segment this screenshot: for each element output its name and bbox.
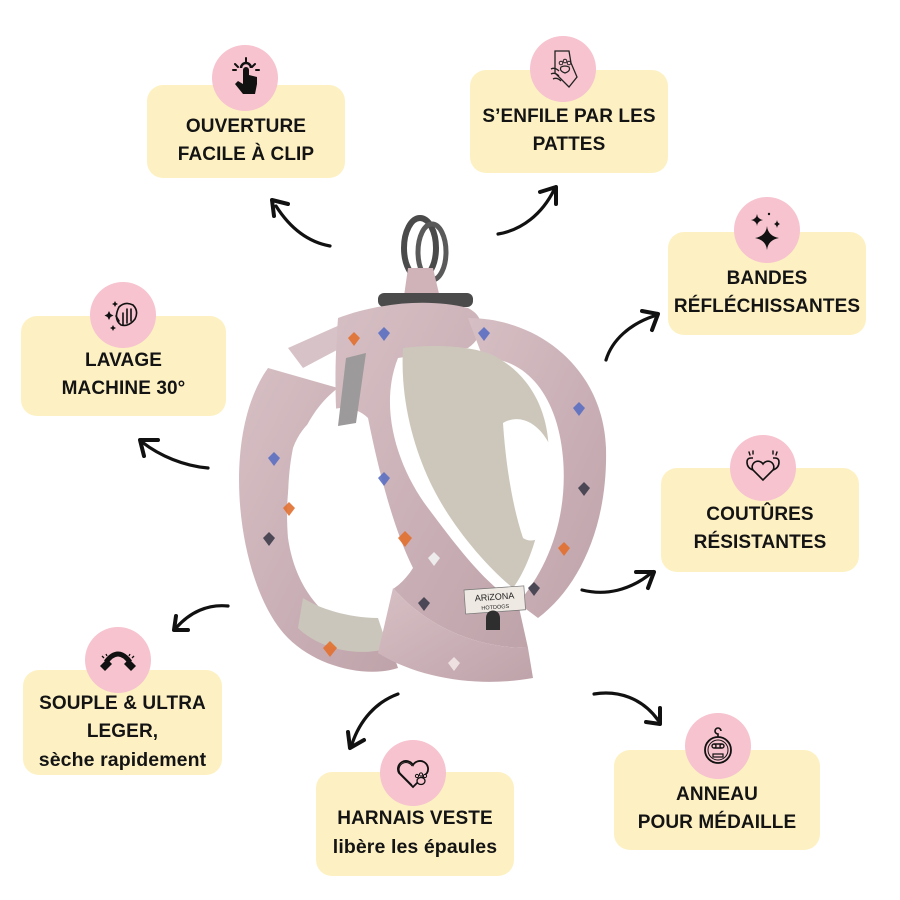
feature-subtitle-line: sèche rapidement bbox=[38, 748, 207, 771]
pet-tag-bone-icon bbox=[685, 713, 751, 779]
arrow-clip bbox=[270, 198, 332, 248]
feature-title-line: MACHINE 30° bbox=[61, 378, 186, 399]
svg-text:ARiZONA: ARiZONA bbox=[474, 591, 514, 604]
sparkles-icon bbox=[734, 197, 800, 263]
feature-title-line: S’ENFILE PAR LES bbox=[482, 105, 656, 127]
harness-product-image: ARiZONA HOTDOGS bbox=[239, 215, 607, 682]
feature-title-line: LEGER, bbox=[86, 720, 159, 742]
arrow-paws bbox=[496, 185, 558, 236]
feature-card-vest: HARNAIS VESTE libère les épaules bbox=[316, 772, 514, 876]
feature-title-line: RÉSISTANTES bbox=[693, 532, 827, 553]
feature-title-line: COUTÛRES bbox=[706, 504, 814, 525]
heart-paw-icon bbox=[380, 740, 446, 806]
feature-card-seams: COUTÛRES RÉSISTANTES bbox=[661, 468, 859, 572]
arrow-light bbox=[172, 604, 230, 632]
paw-in-hand-icon bbox=[530, 36, 596, 102]
feature-title-line: LAVAGE bbox=[85, 350, 162, 371]
feature-card-clip: OUVERTURE FACILE À CLIP bbox=[147, 85, 345, 178]
arrow-ring bbox=[592, 691, 662, 726]
arrow-seams bbox=[580, 570, 656, 594]
feature-subtitle-line: libère les épaules bbox=[332, 836, 498, 858]
feature-title-line: OUVERTURE bbox=[185, 115, 307, 137]
feature-title-line: ANNEAU bbox=[676, 784, 758, 805]
clean-hand-sparkle-icon bbox=[90, 282, 156, 348]
tap-finger-icon bbox=[212, 45, 278, 111]
arrow-reflective bbox=[604, 309, 660, 362]
feature-title-line: BANDES bbox=[726, 267, 808, 289]
feature-title-line: POUR MÉDAILLE bbox=[637, 812, 797, 833]
feature-title-line: PATTES bbox=[532, 133, 606, 155]
feature-title-line: SOUPLE & ULTRA bbox=[39, 692, 206, 714]
strong-heart-icon bbox=[730, 435, 796, 501]
feature-title-line: RÉFLÉCHISSANTES bbox=[673, 295, 861, 317]
feature-title-line: HARNAIS VESTE bbox=[337, 808, 493, 829]
arrow-wash bbox=[138, 438, 210, 470]
flexible-bend-icon bbox=[85, 627, 151, 693]
arrow-vest bbox=[346, 692, 400, 750]
feature-title-line: FACILE À CLIP bbox=[177, 143, 315, 165]
svg-text:HOTDOGS: HOTDOGS bbox=[481, 604, 509, 612]
